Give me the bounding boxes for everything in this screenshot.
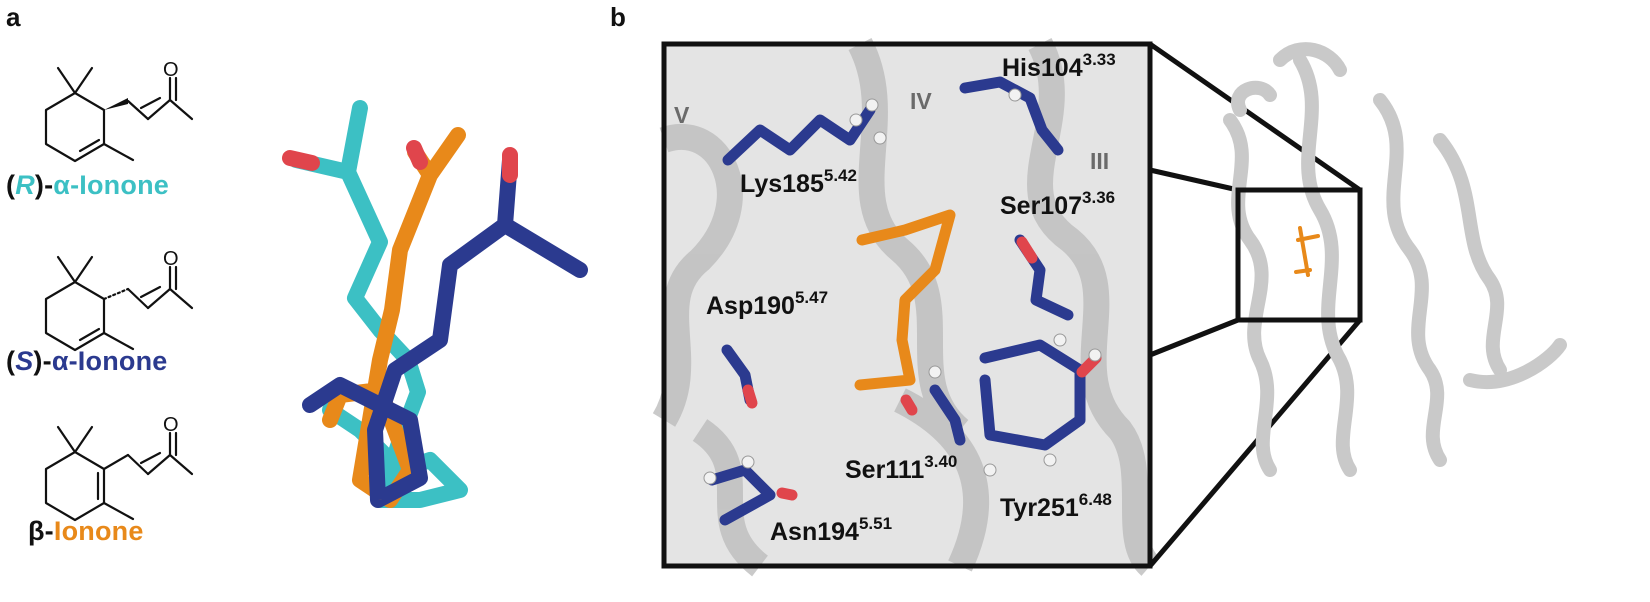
helix-label-v: V bbox=[674, 102, 690, 128]
stick-s-alpha bbox=[302, 152, 588, 508]
zoom-frame bbox=[661, 41, 1153, 569]
residue-label-ser111: Ser1113.40 bbox=[845, 451, 958, 484]
stick-his104 bbox=[959, 76, 1064, 156]
receptor-cartoon bbox=[1223, 42, 1567, 477]
compound-label-s: (S)-α-Ionone bbox=[6, 346, 168, 376]
structure-s-alpha-ionone bbox=[44, 255, 194, 352]
stick-ligand bbox=[854, 209, 956, 391]
compound-label-r: (R)-α-Ionone bbox=[6, 170, 169, 200]
compound-label-b: β-Ionone bbox=[28, 516, 144, 546]
helix-label-iv: IV bbox=[910, 88, 932, 114]
oxygen-label-r: O bbox=[163, 59, 179, 81]
stick-asn194 bbox=[706, 464, 776, 526]
residue-label-lys185: Lys1855.42 bbox=[740, 165, 857, 198]
residue-label-asp190: Asp1905.47 bbox=[706, 287, 829, 320]
helix-label-iii: III bbox=[1090, 148, 1110, 174]
oxygen-label-s: O bbox=[163, 248, 179, 270]
stick-ser111 bbox=[929, 384, 966, 446]
residue-label-tyr251: Tyr2516.48 bbox=[1000, 489, 1112, 522]
residue-label-ser107: Ser1073.36 bbox=[1000, 187, 1116, 220]
zoom-box bbox=[1235, 187, 1363, 323]
panel-letter-a: a bbox=[6, 2, 21, 32]
residue-label-his104: His1043.33 bbox=[1002, 49, 1116, 82]
structure-r-alpha-ionone bbox=[44, 66, 194, 163]
panel-letter-b: b bbox=[610, 2, 626, 32]
ligand-mini bbox=[1294, 226, 1320, 277]
stick-tyr251 bbox=[979, 339, 1086, 451]
structure-beta-ionone bbox=[44, 425, 194, 522]
residue-label-asn194: Asn1945.51 bbox=[770, 513, 893, 546]
stick-lys185 bbox=[722, 104, 876, 166]
oxygen-label-b: O bbox=[163, 414, 179, 436]
